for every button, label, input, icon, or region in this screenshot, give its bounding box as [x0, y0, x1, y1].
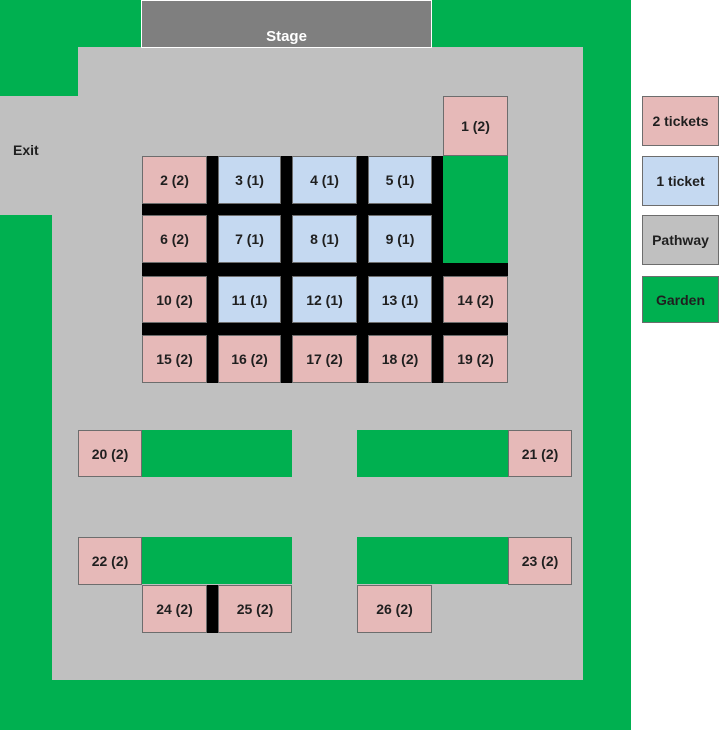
seat-6[interactable]: 6 (2) [142, 215, 207, 263]
garden-exit-corner [0, 0, 78, 96]
seat-19[interactable]: 19 (2) [443, 335, 508, 383]
seat-17[interactable]: 17 (2) [292, 335, 357, 383]
seat-13[interactable]: 13 (1) [368, 276, 432, 323]
seat-3[interactable]: 3 (1) [218, 156, 281, 204]
stage: Stage [141, 0, 432, 48]
seat-4[interactable]: 4 (1) [292, 156, 357, 204]
legend-pathway: Pathway [642, 215, 719, 265]
garden-bed-left-lower [142, 537, 292, 584]
garden-central [443, 156, 508, 263]
seat-24[interactable]: 24 (2) [142, 585, 207, 633]
seat-14[interactable]: 14 (2) [443, 276, 508, 323]
seat-20[interactable]: 20 (2) [78, 430, 142, 477]
seat-5[interactable]: 5 (1) [368, 156, 432, 204]
seat-10[interactable]: 10 (2) [142, 276, 207, 323]
legend-one-ticket: 1 ticket [642, 156, 719, 206]
seat-18[interactable]: 18 (2) [368, 335, 432, 383]
pathway-exit-connector [52, 215, 78, 217]
legend-two-tickets: 2 tickets [642, 96, 719, 146]
divider-24-25 [207, 585, 218, 633]
seat-9[interactable]: 9 (1) [368, 215, 432, 263]
seat-1[interactable]: 1 (2) [443, 96, 508, 156]
seat-15[interactable]: 15 (2) [142, 335, 207, 383]
garden-bed-right-upper [357, 430, 508, 477]
seat-11[interactable]: 11 (1) [218, 276, 281, 323]
seat-25[interactable]: 25 (2) [218, 585, 292, 633]
garden-bed-right-lower [357, 537, 508, 584]
seat-23[interactable]: 23 (2) [508, 537, 572, 585]
legend-garden: Garden [642, 276, 719, 323]
seat-16[interactable]: 16 (2) [218, 335, 281, 383]
seat-2[interactable]: 2 (2) [142, 156, 207, 204]
seat-7[interactable]: 7 (1) [218, 215, 281, 263]
garden-bed-left-upper [142, 430, 292, 477]
seat-21[interactable]: 21 (2) [508, 430, 572, 477]
seat-26[interactable]: 26 (2) [357, 585, 432, 633]
stage-label: Stage [266, 28, 307, 45]
exit-label: Exit [13, 142, 39, 158]
exit-pathway [0, 96, 78, 215]
seat-8[interactable]: 8 (1) [292, 215, 357, 263]
seat-22[interactable]: 22 (2) [78, 537, 142, 585]
seat-12[interactable]: 12 (1) [292, 276, 357, 323]
